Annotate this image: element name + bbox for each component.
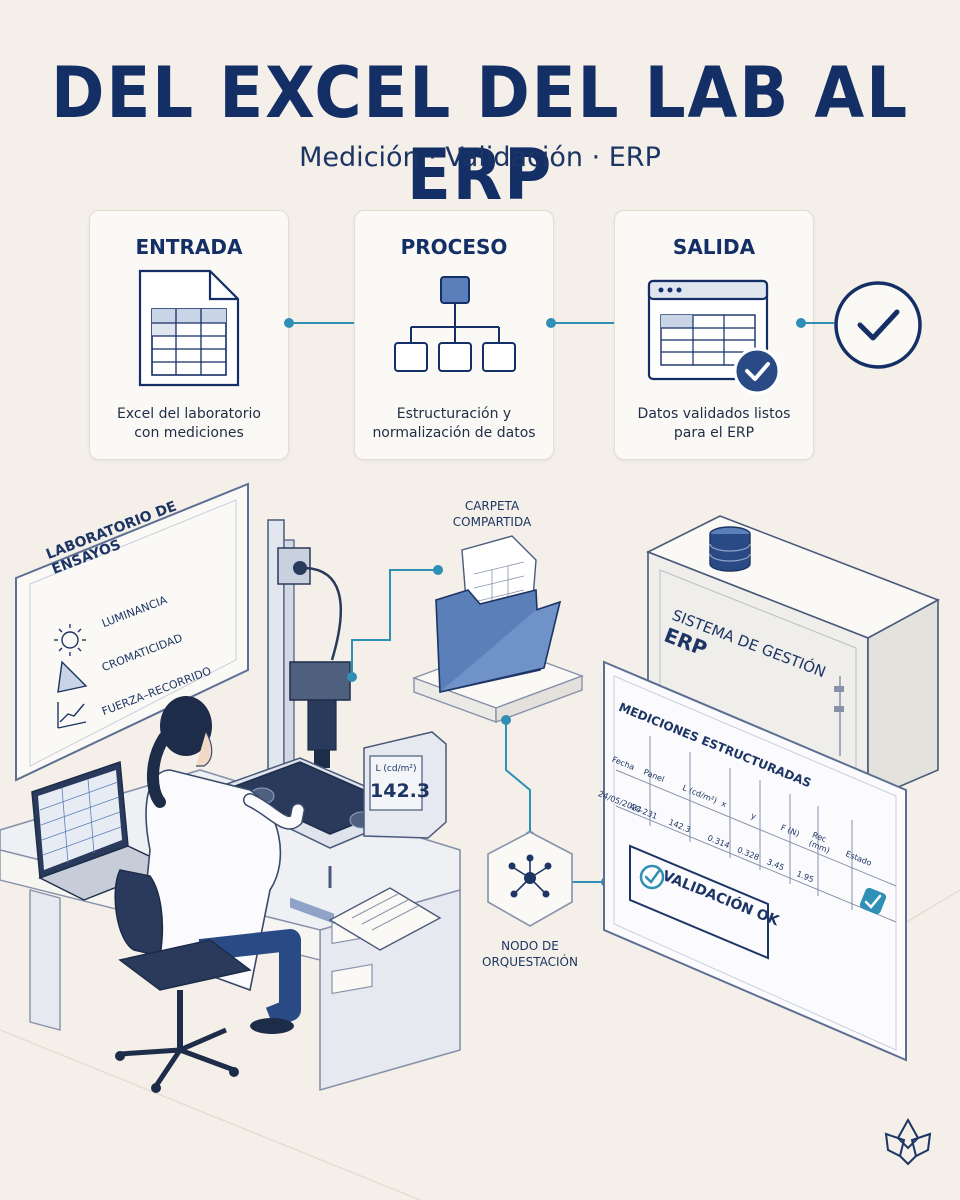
step-description: Datos validados listos para el ERP [637,406,791,441]
shared-folder [411,535,585,724]
step-description: Estructuración y normalización de datos [372,406,536,441]
spreadsheet-file-icon [138,269,240,387]
brand-logo-icon [884,1117,932,1166]
step-card-proceso: PROCESO Estructuración y normalización d… [354,210,554,460]
laptop [31,760,172,901]
orchestration-node-icon [487,831,573,927]
lab-technician [139,696,305,1034]
digital-meter [363,731,447,839]
step-title: SALIDA [672,235,756,259]
meter-unit: L (cd/m²) [375,764,417,774]
office-chair [114,869,252,1093]
step-title: ENTRADA [135,235,243,259]
erp-server [646,515,940,802]
step-description: Excel del laboratorio con mediciones [117,406,261,441]
lab-board [15,482,249,782]
validated-window-icon [647,279,781,395]
lab-scene-illustration [0,482,960,1200]
force-chart-icon [57,702,87,729]
shared-folder-label: CARPETA COMPARTIDA [452,499,532,529]
page-title: DEL EXCEL DEL LAB AL ERP [51,52,909,216]
page-subtitle: Medición · Validación · ERP [299,142,661,173]
flow-connectors [284,318,834,328]
measurement-stand [267,519,351,811]
sun-icon [54,624,86,656]
step-card-salida: SALIDA Datos validados listos para el ER… [614,210,814,460]
orchestration-node-label: NODO DE ORQUESTACIÓN [482,939,578,969]
measurements-panel [603,660,907,1062]
clipboard [328,887,442,951]
data-flow-lines [351,569,606,883]
chromaticity-icon [57,660,88,693]
meter-value: 142.3 [370,780,431,802]
database-icon [709,526,751,572]
final-check-icon [834,281,922,369]
step-title: PROCESO [400,235,508,259]
hierarchy-icon [394,276,516,372]
step-card-entrada: ENTRADA Excel del laboratorio con medici… [89,210,289,460]
